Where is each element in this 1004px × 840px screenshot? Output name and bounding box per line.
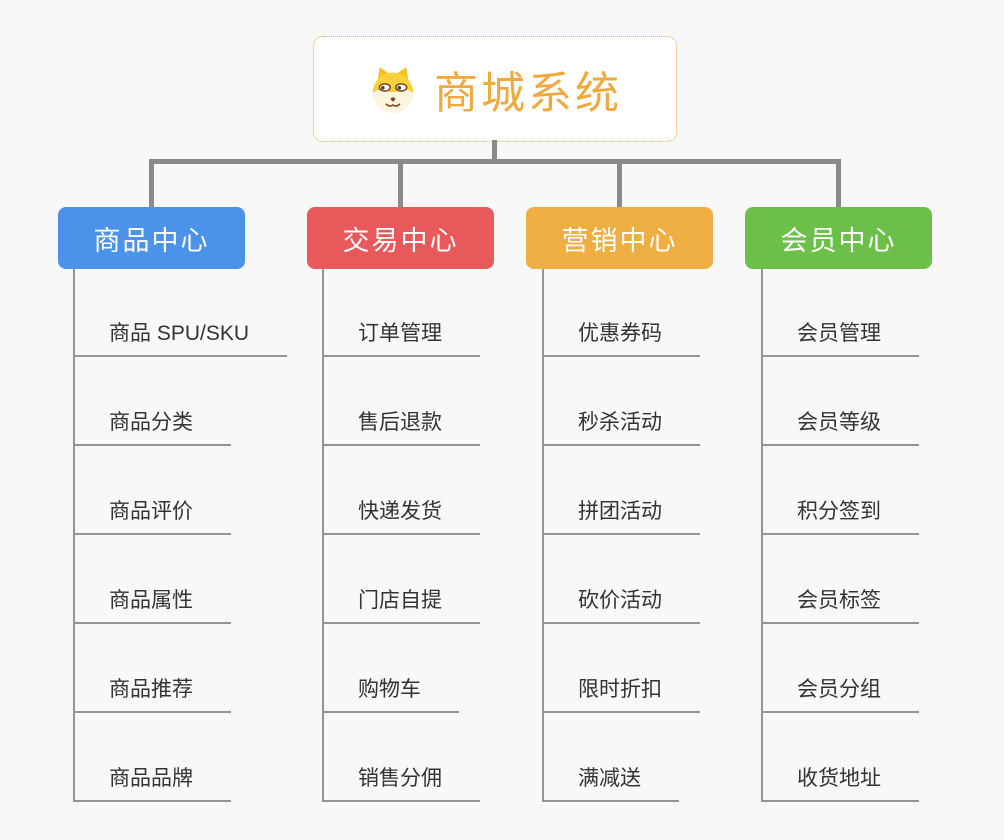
leaf-item[interactable]: 售后退款 — [324, 404, 480, 446]
leaf-item[interactable]: 商品分类 — [75, 404, 231, 446]
leaf-item[interactable]: 拼团活动 — [544, 493, 700, 535]
leaf-item[interactable]: 购物车 — [324, 671, 459, 713]
leaf-item[interactable]: 秒杀活动 — [544, 404, 700, 446]
leaf-item[interactable]: 会员分组 — [763, 671, 919, 713]
leaf-item[interactable]: 商品品牌 — [75, 760, 231, 802]
connector-drop-1 — [149, 159, 154, 207]
leaf-list-trade: 订单管理 售后退款 快递发货 门店自提 购物车 销售分佣 — [322, 269, 480, 802]
connector-rail — [149, 159, 841, 164]
leaf-item[interactable]: 会员等级 — [763, 404, 919, 446]
leaf-item[interactable]: 商品推荐 — [75, 671, 231, 713]
leaf-item[interactable]: 商品评价 — [75, 493, 231, 535]
leaf-item[interactable]: 订单管理 — [324, 315, 480, 357]
shiba-dog-icon — [368, 64, 418, 114]
leaf-item[interactable]: 砍价活动 — [544, 582, 700, 624]
leaf-item[interactable]: 快递发货 — [324, 493, 480, 535]
connector-drop-4 — [836, 159, 841, 207]
leaf-list-member: 会员管理 会员等级 积分签到 会员标签 会员分组 收货地址 — [761, 269, 919, 802]
leaf-list-product: 商品 SPU/SKU 商品分类 商品评价 商品属性 商品推荐 商品品牌 — [73, 269, 288, 802]
connector-drop-3 — [617, 159, 622, 207]
branch-node-member-center[interactable]: 会员中心 — [745, 207, 932, 269]
leaf-item[interactable]: 积分签到 — [763, 493, 919, 535]
leaf-item[interactable]: 满减送 — [544, 760, 679, 802]
leaf-item[interactable]: 门店自提 — [324, 582, 480, 624]
branch-node-trade-center[interactable]: 交易中心 — [307, 207, 494, 269]
leaf-item[interactable]: 销售分佣 — [324, 760, 480, 802]
connector-drop-2 — [398, 159, 403, 207]
root-title: 商城系统 — [434, 69, 622, 118]
leaf-item[interactable]: 会员管理 — [763, 315, 919, 357]
leaf-item[interactable]: 优惠券码 — [544, 315, 700, 357]
branch-node-product-center[interactable]: 商品中心 — [58, 207, 245, 269]
leaf-item[interactable]: 限时折扣 — [544, 671, 700, 713]
leaf-item[interactable]: 收货地址 — [763, 760, 919, 802]
connector-root-drop — [492, 140, 497, 164]
root-node[interactable]: 商城系统 — [313, 36, 677, 142]
leaf-item[interactable]: 商品 SPU/SKU — [75, 315, 288, 357]
leaf-list-marketing: 优惠券码 秒杀活动 拼团活动 砍价活动 限时折扣 满减送 — [542, 269, 700, 802]
leaf-item[interactable]: 商品属性 — [75, 582, 231, 624]
branch-node-marketing-center[interactable]: 营销中心 — [526, 207, 713, 269]
leaf-item[interactable]: 会员标签 — [763, 582, 919, 624]
